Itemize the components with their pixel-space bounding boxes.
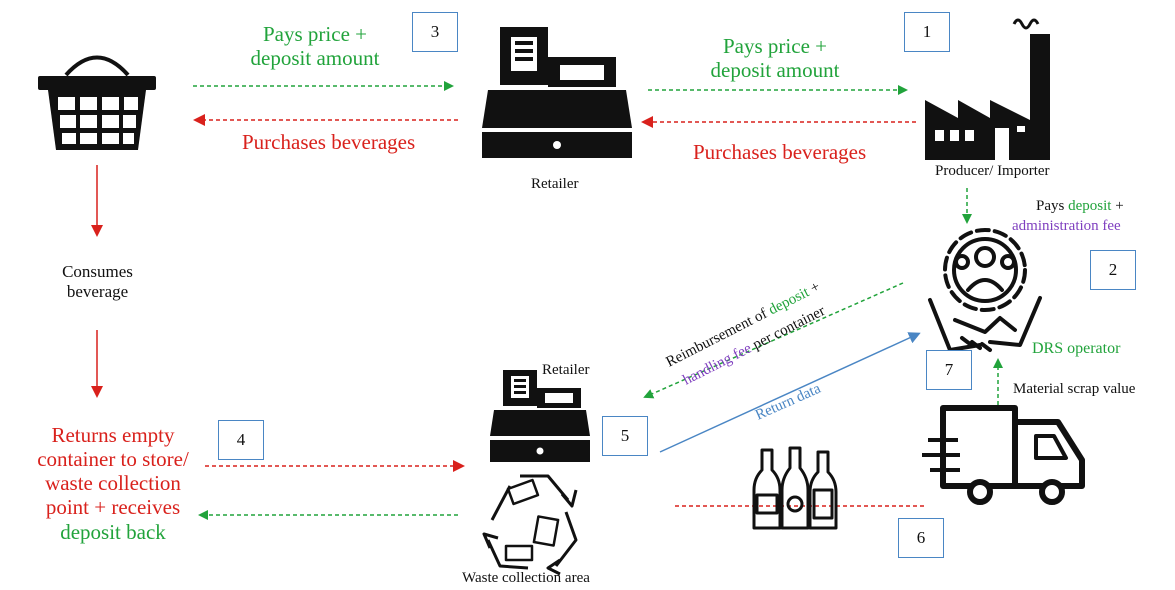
retailer-purchases-label: Purchases beverages <box>693 140 867 164</box>
step-box-2: 2 <box>1090 250 1136 290</box>
step-box-6: 6 <box>898 518 944 558</box>
material-scrap-label: Material scrap value <box>1013 381 1136 397</box>
factory-icon <box>925 18 1050 160</box>
returns-label: Returns empty container to store/ waste … <box>37 423 189 544</box>
arrow-reimbursement <box>643 282 904 399</box>
waste-area-label: Waste collection area <box>462 570 590 586</box>
step-box-3: 3 <box>412 12 458 52</box>
consumes-label: Consumes beverage <box>62 262 133 301</box>
step-box-7: 7 <box>926 350 972 390</box>
consumer-pays-label: Pays price + deposit amount <box>250 22 380 71</box>
arrow-return-data <box>659 332 921 453</box>
admin-fee-label: administration fee <box>1012 218 1121 234</box>
retailer-top-label: Retailer <box>531 176 579 192</box>
drs-operator-icon <box>928 228 1042 352</box>
cash-register-icon <box>482 27 632 158</box>
consumer-purchases-label: Purchases beverages <box>242 130 416 154</box>
step-box-4: 4 <box>218 420 264 460</box>
producer-pays-label: Pays deposit + <box>1036 198 1124 214</box>
return-data-label: Return data <box>753 381 823 424</box>
basket-icon <box>38 55 156 150</box>
cash-register-small-icon <box>490 370 590 462</box>
retailer-pays-label: Pays price + deposit amount <box>710 34 840 83</box>
drs-operator-label: DRS operator <box>1032 340 1121 357</box>
step-box-5: 5 <box>602 416 648 456</box>
producer-label: Producer/ Importer <box>935 163 1050 179</box>
retailer-bottom-label: Retailer <box>542 362 590 378</box>
step-box-1: 1 <box>904 12 950 52</box>
truck-icon <box>922 405 1085 505</box>
recycle-icon <box>482 474 578 576</box>
bottles-icon <box>752 446 838 530</box>
